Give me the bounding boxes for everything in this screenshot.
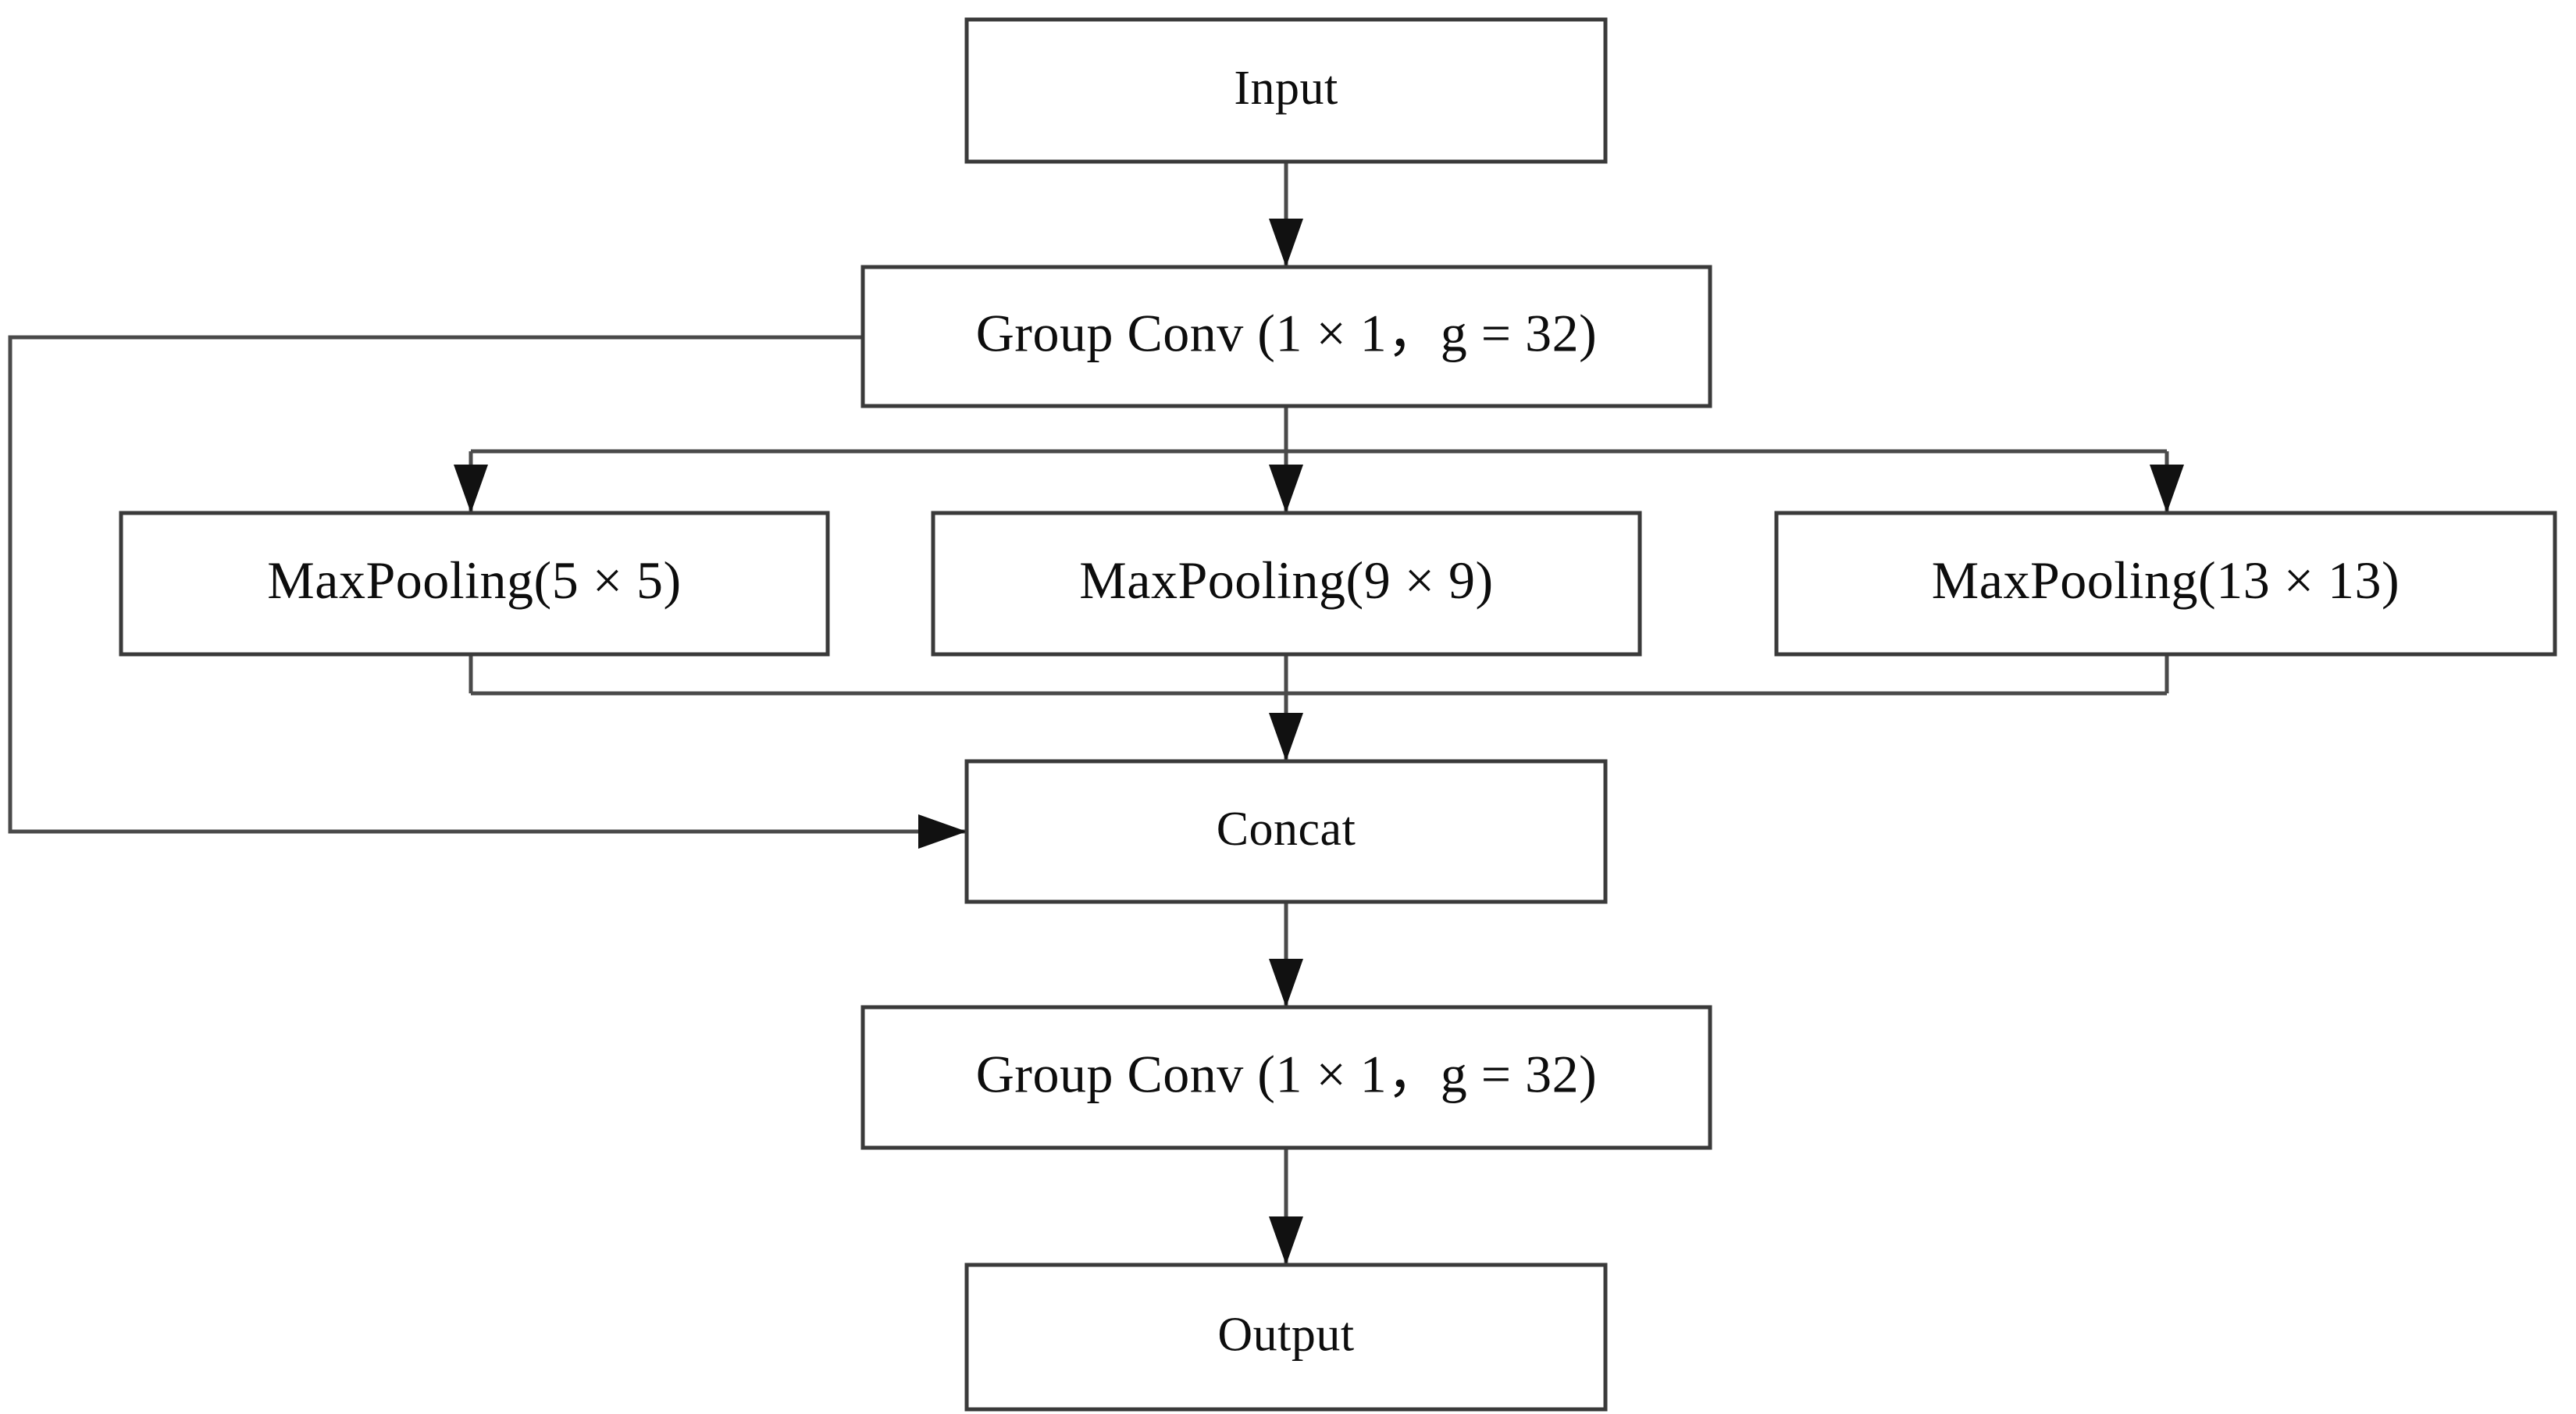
arrowhead-icon [1269, 713, 1303, 761]
edge-branch-to-maxpool-9 [1269, 451, 1303, 513]
node-box[interactable] [860, 1005, 1712, 1150]
node-label: MaxPooling(5 × 5) [267, 550, 681, 610]
edge-path [8, 335, 967, 834]
arrowhead-icon [2150, 465, 2184, 513]
edge-input-to-groupconv [1269, 162, 1303, 267]
node-label: Group Conv (1 × 1，g = 32) [976, 304, 1598, 363]
node-concat[interactable]: Concat [964, 759, 1608, 904]
node-box[interactable] [860, 265, 1712, 408]
node-label: MaxPooling(9 × 9) [1079, 550, 1493, 610]
node-label: Group Conv (1 × 1，g = 32) [976, 1045, 1598, 1104]
arrowhead-icon [1269, 1216, 1303, 1265]
node-output[interactable]: Output [964, 1263, 1608, 1412]
arrowhead-icon [454, 465, 488, 513]
node-maxpool-13[interactable]: MaxPooling(13 × 13) [1774, 511, 2557, 657]
edge-concat-to-groupconv [1269, 902, 1303, 1007]
node-maxpool-9[interactable]: MaxPooling(9 × 9) [931, 511, 1642, 657]
node-box[interactable] [1774, 511, 2557, 657]
edge-groupconv-to-output [1269, 1148, 1303, 1265]
arrowhead-icon [1269, 465, 1303, 513]
node-label: Input [1234, 62, 1338, 115]
arrowhead-icon [918, 814, 967, 849]
node-maxpool-5[interactable]: MaxPooling(5 × 5) [119, 511, 830, 657]
node-group-conv-top[interactable]: Group Conv (1 × 1，g = 32) [860, 265, 1712, 408]
edge-skip-connection [8, 335, 967, 849]
node-box[interactable] [964, 759, 1608, 904]
node-group-conv-bottom[interactable]: Group Conv (1 × 1，g = 32) [860, 1005, 1712, 1150]
arrowhead-icon [1269, 959, 1303, 1007]
node-box[interactable] [931, 511, 1642, 657]
node-label: Concat [1217, 803, 1356, 856]
node-box[interactable] [964, 17, 1608, 164]
edge-merge-to-concat [1269, 654, 1303, 761]
node-box[interactable] [119, 511, 830, 657]
node-label: Output [1217, 1309, 1354, 1362]
arrowhead-icon [1269, 219, 1303, 267]
edges-layer [8, 162, 2184, 1265]
edge-branch-to-maxpool-5 [454, 451, 488, 513]
edge-branch-to-maxpool-13 [2150, 451, 2184, 513]
node-box[interactable] [964, 1263, 1608, 1412]
node-input[interactable]: Input [964, 17, 1608, 164]
node-label: MaxPooling(13 × 13) [1932, 550, 2400, 610]
